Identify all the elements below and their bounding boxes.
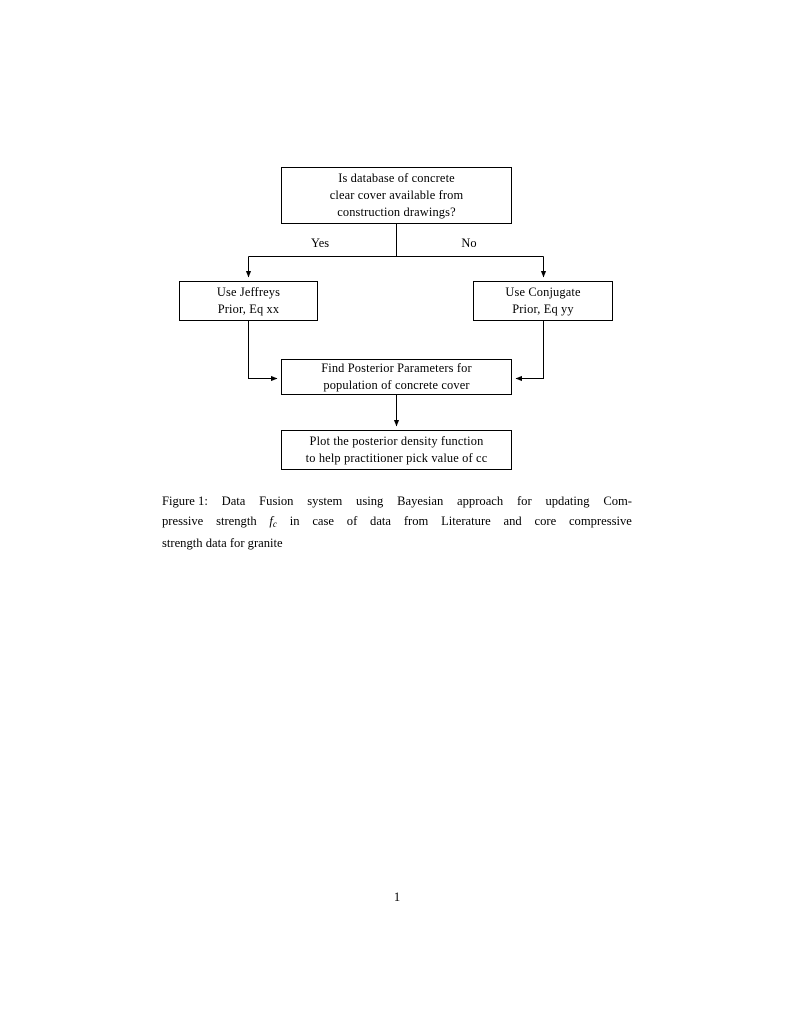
- flow-node-posterior-line-1: Find Posterior Parameters for: [321, 361, 472, 375]
- flow-node-conjugate-line-1: Use Conjugate: [505, 285, 581, 299]
- flow-node-question-line-3: construction drawings?: [337, 205, 456, 219]
- flow-node-question[interactable]: Is database of concrete clear cover avai…: [281, 167, 512, 224]
- flow-node-plot-line-2: to help practitioner pick value of cc: [305, 451, 488, 465]
- flowchart-figure: Is database of concrete clear cover avai…: [0, 0, 794, 490]
- caption-line-3: strength data for granite: [162, 535, 283, 550]
- flow-node-conjugate-prior[interactable]: Use Conjugate Prior, Eq yy: [473, 281, 613, 321]
- flow-node-conjugate-line-2: Prior, Eq yy: [512, 302, 574, 316]
- flow-node-question-line-2: clear cover available from: [329, 188, 464, 202]
- page-number: 1: [393, 890, 401, 904]
- caption-line-2: pressive strength fc in case of data fro…: [162, 512, 632, 534]
- edge-conjugate-to-posterior: [515, 321, 545, 382]
- flow-node-plot-line-1: Plot the posterior density function: [309, 434, 484, 448]
- figure-caption: Figure 1: Data Fusion system using Bayes…: [162, 492, 632, 553]
- flow-node-find-posterior-parameters[interactable]: Find Posterior Parameters for population…: [281, 359, 512, 395]
- flowchart-connectors: [245, 224, 547, 427]
- edge-label-no: No: [461, 236, 477, 250]
- flow-node-question-line-1: Is database of concrete: [338, 171, 455, 185]
- edge-label-yes: Yes: [310, 236, 330, 250]
- caption-figure-label: Figure 1:: [162, 494, 208, 508]
- caption-symbol-fc: fc: [269, 513, 277, 529]
- flow-node-jeffreys-line-1: Use Jeffreys: [216, 285, 281, 299]
- flow-node-posterior-line-2: population of concrete cover: [323, 378, 470, 392]
- caption-line-1: Figure 1: Data Fusion system using Bayes…: [162, 492, 632, 512]
- flow-node-jeffreys-line-2: Prior, Eq xx: [217, 302, 280, 316]
- flow-node-jeffreys-prior[interactable]: Use Jeffreys Prior, Eq xx: [179, 281, 318, 321]
- edge-jeffreys-to-posterior: [247, 321, 278, 382]
- flow-node-plot-posterior-density[interactable]: Plot the posterior density function to h…: [281, 430, 512, 470]
